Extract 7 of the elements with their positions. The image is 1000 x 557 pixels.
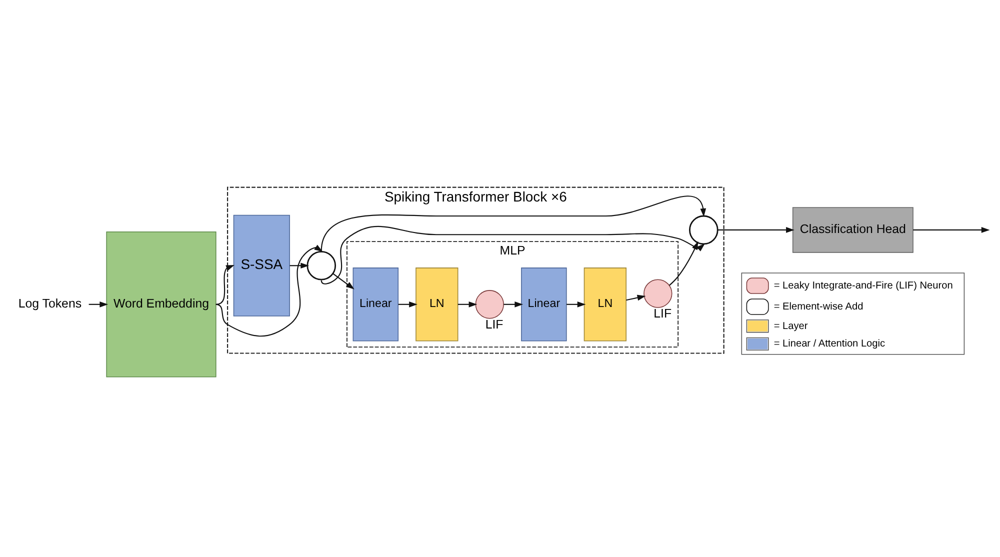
node-label: LIF (654, 306, 672, 320)
node-text: Log Tokens (18, 296, 82, 310)
legend-label: = Linear / Attention Logic (774, 338, 886, 350)
legend-label: = Leaky Integrate-and-Fire (LIF) Neuron (774, 280, 953, 291)
node-label: LIF (485, 316, 504, 331)
legend-label: = Element-wise Add (774, 300, 864, 312)
legend-label: = Layer (774, 320, 808, 332)
